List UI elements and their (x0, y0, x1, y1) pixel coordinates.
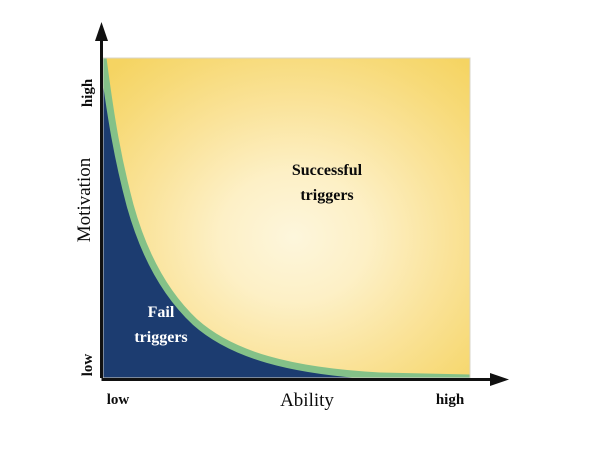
fail-triggers-region (103, 58, 470, 378)
x-axis-arrow-icon (490, 373, 509, 386)
successful-triggers-label-line1: Successful (292, 162, 363, 179)
y-axis-title: Motivation (74, 157, 95, 242)
x-axis-tick-low: low (107, 392, 130, 408)
fail-triggers-label-line1: Fail (148, 304, 175, 321)
fail-triggers-label-line2: triggers (134, 329, 187, 346)
x-axis-title: Ability (280, 390, 334, 411)
activation-threshold-curve (103, 58, 470, 378)
successful-triggers-label-line2: triggers (300, 187, 353, 204)
y-axis-arrow-icon (95, 22, 108, 41)
plot-area (103, 58, 470, 378)
y-axis-tick-high: high (80, 78, 96, 107)
x-axis-tick-high: high (436, 392, 465, 408)
y-axis-tick-low: low (80, 354, 96, 377)
